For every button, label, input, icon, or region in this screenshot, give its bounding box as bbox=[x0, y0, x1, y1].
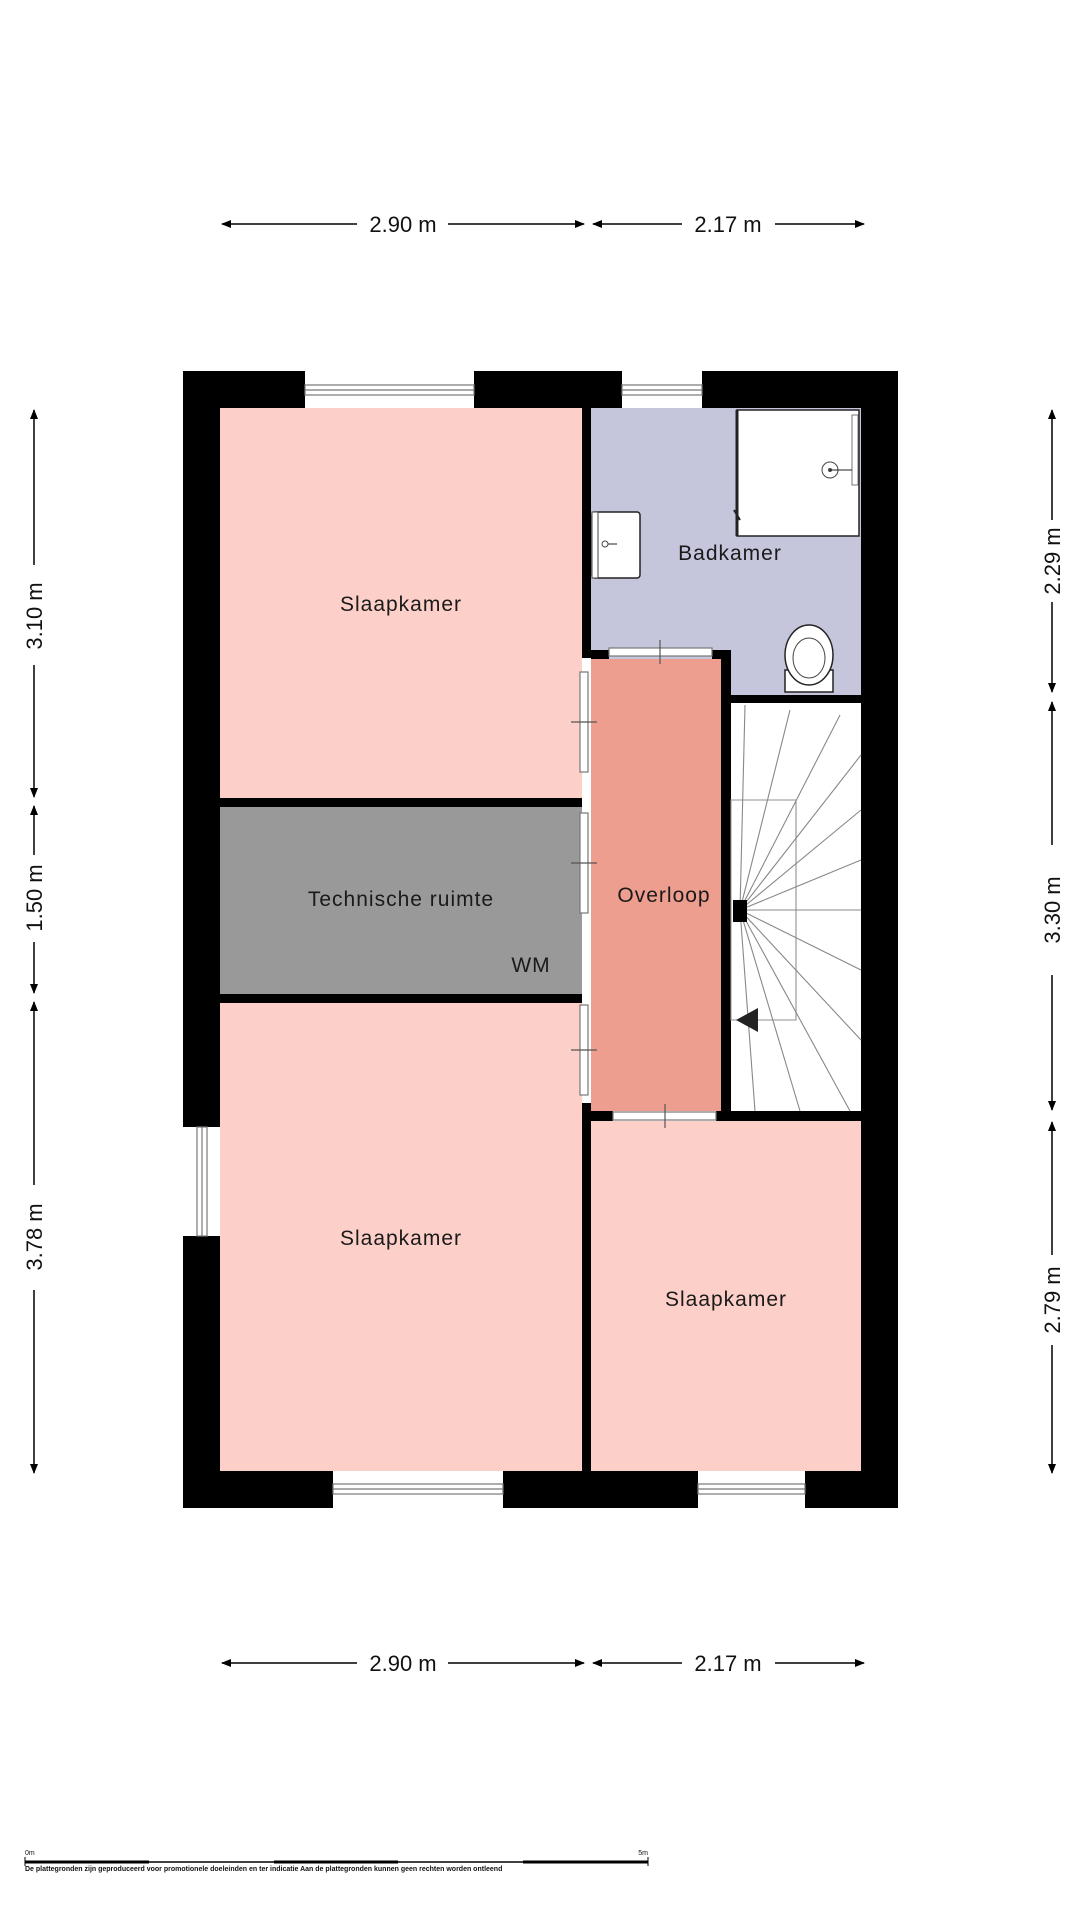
dim-right-1: 2.29 m bbox=[1040, 527, 1065, 594]
room-bedroom-top bbox=[220, 408, 582, 798]
label-bathroom: Badkamer bbox=[678, 542, 782, 565]
label-bedroom-bottom-left: Slaapkamer bbox=[340, 1227, 462, 1250]
room-bedroom-bottom-right bbox=[591, 1121, 861, 1471]
dim-right-3: 2.79 m bbox=[1040, 1266, 1065, 1333]
windows bbox=[196, 384, 806, 1495]
label-technical-room: Technische ruimte bbox=[308, 888, 494, 911]
scale-end-label: 5m bbox=[638, 1850, 648, 1857]
sink bbox=[591, 511, 641, 579]
doors bbox=[571, 640, 717, 1128]
dimension-lines bbox=[30, 220, 1056, 1667]
room-technical bbox=[220, 807, 582, 994]
bathroom-fixtures bbox=[591, 409, 860, 693]
dim-left-2: 1.50 m bbox=[22, 864, 47, 931]
label-bedroom-top: Slaapkamer bbox=[340, 593, 462, 616]
stairs bbox=[730, 704, 862, 1112]
label-washing-machine: WM bbox=[511, 954, 550, 977]
dim-top-left: 2.90 m bbox=[369, 212, 436, 237]
dim-top-right: 2.17 m bbox=[694, 212, 761, 237]
room-landing bbox=[591, 659, 721, 1111]
dim-right-2: 3.30 m bbox=[1040, 876, 1065, 943]
dim-left-3: 3.78 m bbox=[22, 1203, 47, 1270]
label-bedroom-bottom-right: Slaapkamer bbox=[665, 1288, 787, 1311]
exterior-walls bbox=[183, 371, 898, 1508]
scale-start-label: 0m bbox=[25, 1850, 35, 1857]
scale-bar: 0m 5m bbox=[24, 1850, 649, 1866]
room-bedroom-bottom-left bbox=[220, 1003, 582, 1471]
shower bbox=[736, 409, 860, 537]
interior-walls bbox=[220, 408, 861, 1471]
dim-bottom-right: 2.17 m bbox=[694, 1651, 761, 1676]
dim-bottom-left: 2.90 m bbox=[369, 1651, 436, 1676]
dim-left-1: 3.10 m bbox=[22, 582, 47, 649]
label-landing: Overloop bbox=[617, 884, 710, 907]
disclaimer-text: De plattegronden zijn geproduceerd voor … bbox=[25, 1866, 503, 1873]
